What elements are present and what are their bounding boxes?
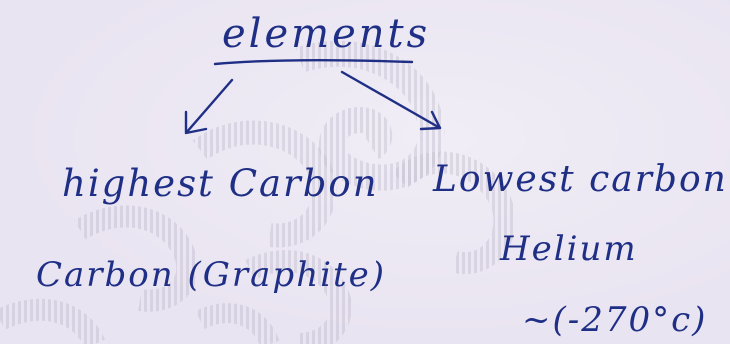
left-branch-value: Carbon (Graphite) bbox=[36, 255, 387, 295]
root-node-label: elements bbox=[222, 11, 431, 57]
left-branch-heading: highest Carbon bbox=[62, 162, 379, 205]
right-branch-value: Helium bbox=[500, 229, 638, 269]
right-branch-heading: Lowest carbon bbox=[433, 159, 728, 200]
title-underline bbox=[213, 59, 414, 66]
arrow-left-icon bbox=[184, 78, 234, 135]
right-branch-temperature: ~(-270°c) bbox=[522, 300, 708, 340]
arrow-right-icon bbox=[340, 70, 442, 131]
